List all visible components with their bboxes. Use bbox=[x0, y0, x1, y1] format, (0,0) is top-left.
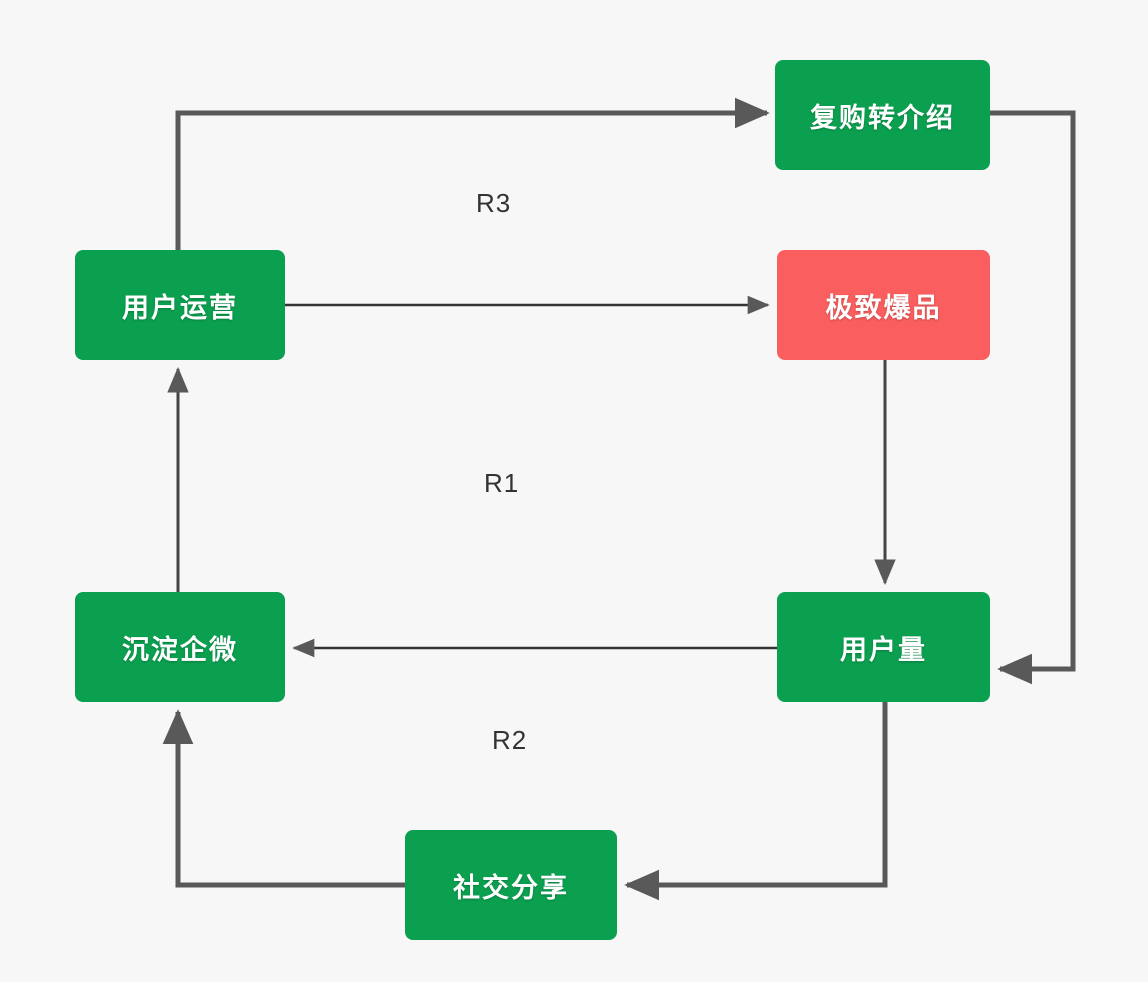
node-label: 复购转介绍 bbox=[810, 102, 955, 133]
edge-yonghu-to-shejiao bbox=[624, 702, 888, 901]
loop-label-r3: R3 bbox=[476, 188, 512, 218]
node-yonghu-liang[interactable]: 用户量 bbox=[777, 592, 990, 702]
loop-label-r1: R1 bbox=[484, 468, 520, 498]
node-jizhi-baopin[interactable]: 极致爆品 bbox=[777, 250, 990, 360]
node-yonghu-yunying[interactable]: 用户运营 bbox=[75, 250, 285, 360]
edge-yunying-to-fugou bbox=[175, 97, 770, 250]
node-label: 用户量 bbox=[840, 634, 927, 665]
node-label: 极致爆品 bbox=[825, 292, 942, 323]
node-label: 社交分享 bbox=[453, 872, 569, 903]
node-chendian-qiwei[interactable]: 沉淀企微 bbox=[75, 592, 285, 702]
node-label: 沉淀企微 bbox=[122, 634, 238, 665]
node-fugou-zhuanjieshao[interactable]: 复购转介绍 bbox=[775, 60, 990, 170]
node-label: 用户运营 bbox=[122, 292, 238, 323]
edge-fugou-to-yonghu bbox=[990, 110, 1076, 685]
node-shejiao-fenxiang[interactable]: 社交分享 bbox=[405, 830, 617, 940]
loop-label-r2: R2 bbox=[492, 725, 528, 755]
edge-shejiao-to-chendian bbox=[162, 709, 405, 888]
